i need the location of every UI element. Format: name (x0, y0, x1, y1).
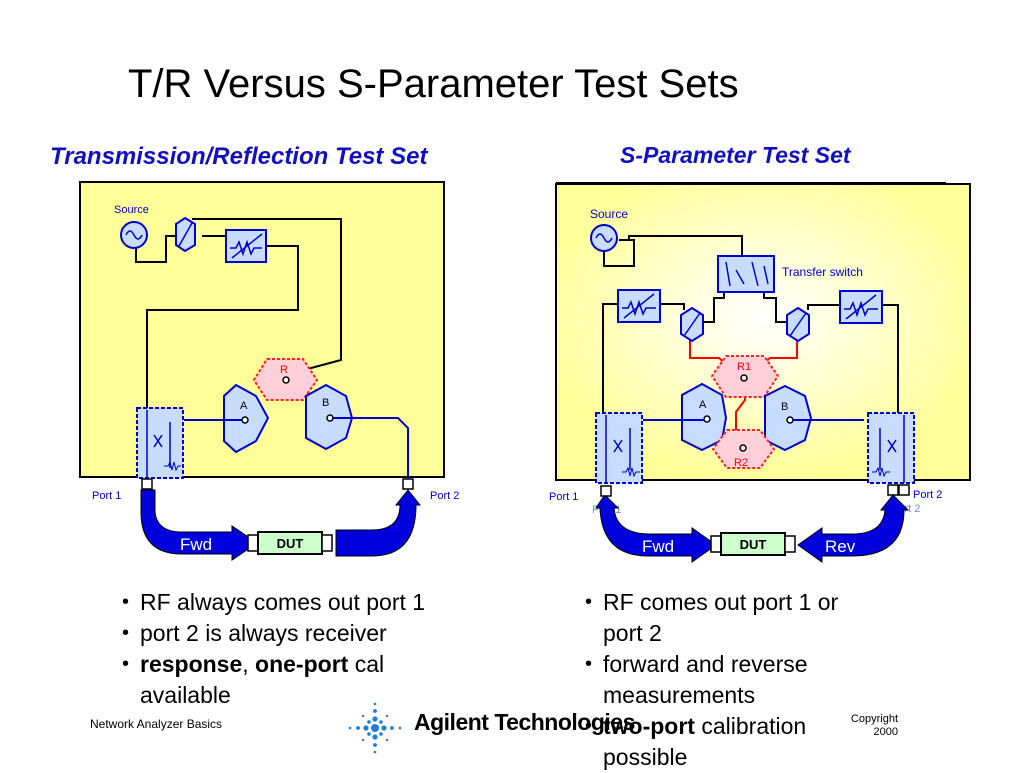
tr-b-label: B (322, 397, 329, 409)
footer-copyright: Copyright 2000 (850, 713, 898, 738)
sparam-dut-label: DUT (740, 537, 767, 552)
list-item: response, one-port cal available (120, 649, 465, 711)
list-item: port 2 is always receiver (120, 618, 465, 649)
page-title: T/R Versus S-Parameter Test Sets (128, 62, 739, 106)
sparam-panel: Source Transfer switch R1 A B (549, 182, 971, 563)
tr-bullet-list: RF always comes out port 1 port 2 is alw… (120, 587, 465, 711)
tr-port2-label: Port 2 (430, 490, 459, 502)
company-logo-text: Agilent Technologies (414, 709, 635, 735)
tr-fwd-label: Fwd (180, 535, 212, 554)
tr-r-label: R (280, 364, 288, 376)
sparam-b-label: B (781, 401, 788, 413)
sparam-test-set-heading: S-Parameter Test Set (620, 142, 851, 168)
r1-label: R1 (737, 361, 751, 373)
tr-port1-label: Port 1 (92, 490, 121, 502)
tr-wiring (135, 218, 342, 408)
sparam-rev-arrow (797, 494, 910, 563)
list-item: forward and reverse measurements (583, 649, 873, 711)
sparam-fwd-label: Fwd (642, 537, 674, 556)
sparam-port1-label: Port 1 (549, 491, 578, 503)
tr-dut-label: DUT (277, 536, 304, 551)
sparam-source-label: Source (590, 207, 628, 221)
tr-source-label: Source (114, 204, 149, 216)
sparam-rev-label: Rev (825, 537, 856, 556)
agilent-spark-icon (348, 702, 402, 754)
sparam-port2-label: Port 2 (913, 489, 942, 501)
sparam-a-label: A (699, 399, 707, 411)
list-item: RF always comes out port 1 (120, 587, 465, 618)
transfer-switch-label: Transfer switch (782, 265, 863, 279)
tr-test-set-heading: Transmission/Reflection Test Set (50, 143, 428, 170)
tr-port2-connector (402, 478, 414, 490)
list-item: two-port calibration possible (583, 711, 873, 773)
tr-panel: Source R A B Port 1 (79, 181, 459, 561)
sparam-wiring (602, 235, 899, 413)
list-item: RF comes out port 1 or port 2 (583, 587, 873, 649)
sparam-bullet-list: RF comes out port 1 or port 2 forward an… (583, 587, 873, 773)
sparam-fwd-arrow (595, 495, 717, 563)
tr-a-label: A (240, 400, 248, 412)
sparam-port1-connector (600, 485, 612, 497)
sparam-port2-connector (887, 484, 899, 496)
r2-label: R2 (734, 457, 748, 469)
tr-port1-connector (141, 478, 153, 490)
tr-return-cable (335, 489, 422, 557)
test-set-diagrams: Source R A B Port 1 (79, 181, 971, 563)
footer-course-title: Network Analyzer Basics (90, 717, 223, 731)
